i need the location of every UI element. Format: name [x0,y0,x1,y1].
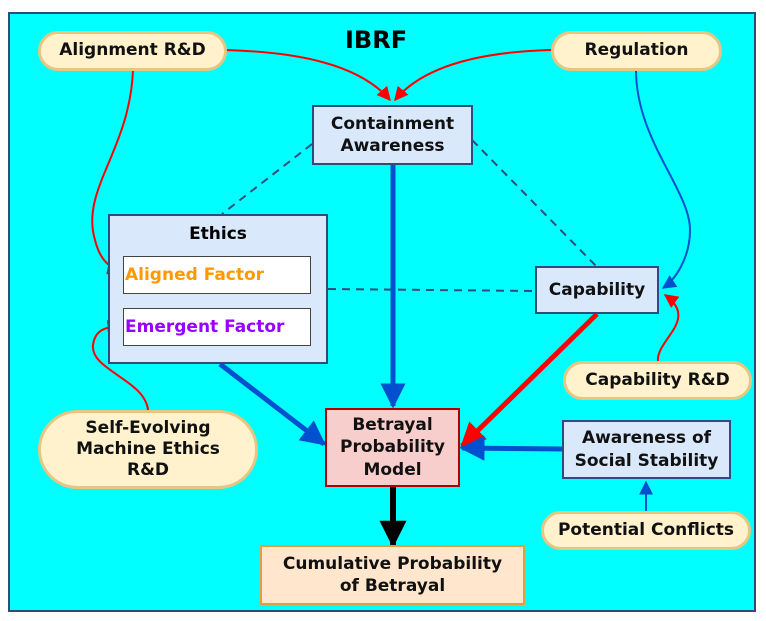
node-containment-line2: Awareness [340,136,445,156]
node-betrayal-line2: Probability [339,437,446,458]
node-capability-rd: Capability R&D [563,361,752,400]
edge-social-betrayal [459,435,563,461]
node-self-evolving-rd: Self-Evolving Machine Ethics R&D [38,410,258,489]
node-cumulative-betrayal: Cumulative Probability of Betrayal [260,545,525,605]
node-cumulative-line1: Cumulative Probability [282,553,503,574]
edge-ethics-capability [327,288,537,292]
node-capability: Capability [535,266,659,314]
node-ethics: Ethics Aligned Factor Emergent Factor [108,214,328,364]
node-alignment-rd-label: Alignment R&D [59,40,206,61]
node-emergent-factor: Emergent Factor [123,308,311,346]
node-emergent-factor-label: Emergent Factor [125,317,285,337]
edge-regulation-capability [635,69,692,289]
edge-selfevolving-emergent [91,319,149,411]
node-social-line2: Social Stability [574,450,719,471]
node-capability-label: Capability [548,279,646,300]
node-self-evolving-line3: R&D [126,460,170,481]
edge-alignment-containment [224,49,391,102]
node-capability-rd-label: Capability R&D [585,369,730,390]
node-self-evolving-line1: Self-Evolving [85,417,211,438]
node-containment-awareness: Containment Awareness [312,105,473,165]
node-social-line1: Awareness of [581,428,712,449]
edge-ethics-betrayal [218,362,326,446]
node-containment-line1: Containment [330,113,455,134]
edge-containment-ethics [221,143,313,215]
node-self-evolving-line2: Machine Ethics [76,438,220,459]
diagram-title: IBRF [345,26,408,54]
edge-alignment-aligned-factor [91,69,134,275]
node-betrayal-model: Betrayal Probability Model [325,408,460,487]
node-aligned-factor: Aligned Factor [123,256,311,294]
edge-capability-rd-capability [656,294,680,363]
node-aligned-factor-label: Aligned Factor [125,265,265,285]
node-regulation: Regulation [551,31,722,71]
node-social-stability: Awareness of Social Stability [562,420,731,479]
node-betrayal-line3: Model [363,459,422,480]
node-betrayal-line1: Betrayal [352,415,433,436]
edge-containment-capability [471,139,599,269]
node-ethics-title: Ethics [189,224,247,244]
node-potential-conflicts: Potential Conflicts [541,511,751,550]
edge-capability-betrayal [460,312,599,448]
node-alignment-rd: Alignment R&D [38,31,227,71]
node-regulation-label: Regulation [584,40,689,61]
edge-regulation-containment [394,49,553,102]
node-cumulative-line2: of Betrayal [339,576,446,596]
node-potential-conflicts-label: Potential Conflicts [557,519,735,540]
